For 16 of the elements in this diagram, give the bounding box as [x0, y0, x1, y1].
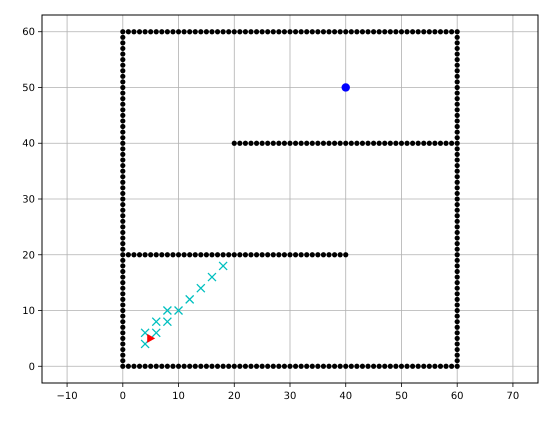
- tick-label: 10: [22, 306, 35, 318]
- tick-label: 40: [339, 391, 352, 402]
- tick-label: 0: [28, 362, 35, 373]
- tick-label: 20: [228, 391, 241, 402]
- tick-label: 60: [22, 27, 35, 38]
- tick-label: 30: [284, 391, 296, 402]
- tick-label: 60: [450, 391, 464, 402]
- tick-label: 20: [22, 250, 35, 262]
- tick-label: 50: [22, 82, 35, 94]
- tick-label: 40: [22, 138, 35, 150]
- tick-label: 50: [395, 391, 408, 402]
- tick-label: −10: [56, 391, 78, 402]
- tick-label: 10: [172, 391, 185, 402]
- tick-label: 70: [506, 391, 520, 402]
- tick-label: 0: [120, 391, 126, 402]
- tick-label: 30: [22, 194, 35, 206]
